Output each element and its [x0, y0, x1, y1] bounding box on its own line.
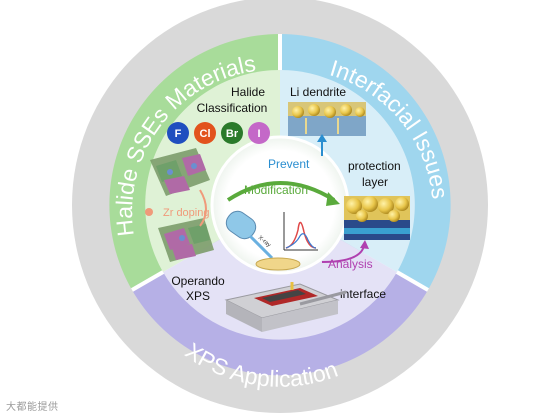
prevent-label: Prevent [268, 157, 310, 171]
interface-label: interface [340, 287, 386, 301]
halide-classification-label-1: Halide [231, 85, 265, 99]
element-circle [248, 122, 270, 144]
crystal-structure-bottom [158, 218, 214, 262]
watermark: 大都能提供 [6, 402, 59, 413]
element-symbol: I [257, 128, 260, 140]
modification-label: Modification [244, 183, 308, 197]
zr-dot [145, 208, 153, 216]
modification-arrow [226, 181, 336, 202]
protection-layer-image [344, 196, 410, 240]
li-dendrite-image [288, 102, 366, 136]
analysis-arrow [321, 245, 365, 263]
xps-spectrum-icon [283, 212, 318, 251]
element-circles: F Cl Br I [167, 122, 270, 144]
crystal-structure-top [150, 148, 210, 196]
xray-source-icon [225, 210, 274, 260]
element-symbol: F [175, 128, 182, 140]
operando-label-2: XPS [186, 289, 210, 303]
operando-cell-image [224, 282, 347, 332]
prevent-arrowhead [317, 134, 327, 142]
protection-layer-label-2: layer [362, 175, 388, 189]
element-symbol: Br [226, 128, 239, 140]
element-symbol: Cl [200, 128, 211, 140]
operando-label-1: Operando [171, 274, 225, 288]
li-dendrite-label: Li dendrite [290, 85, 346, 99]
element-circle [221, 122, 243, 144]
protection-layer-label-1: protection [348, 159, 401, 173]
halide-classification-label-2: Classification [197, 101, 268, 115]
element-circle [194, 122, 216, 144]
zr-doping-label: Zr doping [163, 207, 209, 219]
analysis-label: Analysis [328, 257, 373, 271]
modification-arrowhead [326, 192, 340, 206]
analysis-arrowhead [360, 240, 369, 249]
element-circle [167, 122, 189, 144]
sample-disc [255, 257, 301, 271]
zr-doping-arrow [199, 189, 207, 227]
